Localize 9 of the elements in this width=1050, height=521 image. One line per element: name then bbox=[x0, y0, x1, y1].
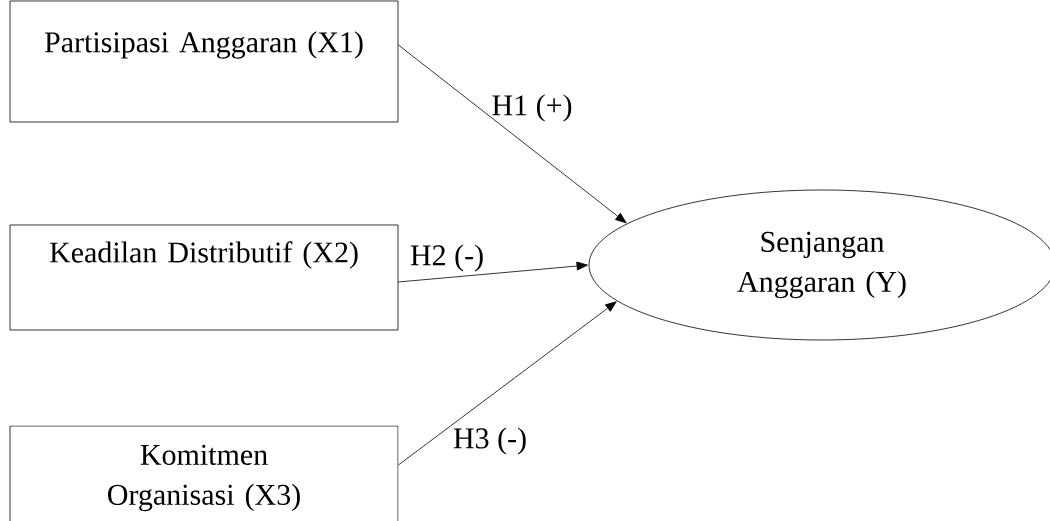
variable-box: Partisipasi Anggaran (X1) bbox=[9, 0, 399, 123]
arrow bbox=[398, 44, 627, 224]
variable-box: Komitmen Organisasi (X3) bbox=[9, 425, 399, 521]
edge-label: H3 (-) bbox=[453, 427, 526, 455]
arrow bbox=[398, 261, 588, 283]
arrow bbox=[398, 301, 617, 466]
edge-label: H1 (+) bbox=[492, 94, 572, 122]
edge-label: H2 (-) bbox=[410, 244, 483, 272]
variable-box: Keadilan Distributif (X2) bbox=[9, 224, 399, 331]
